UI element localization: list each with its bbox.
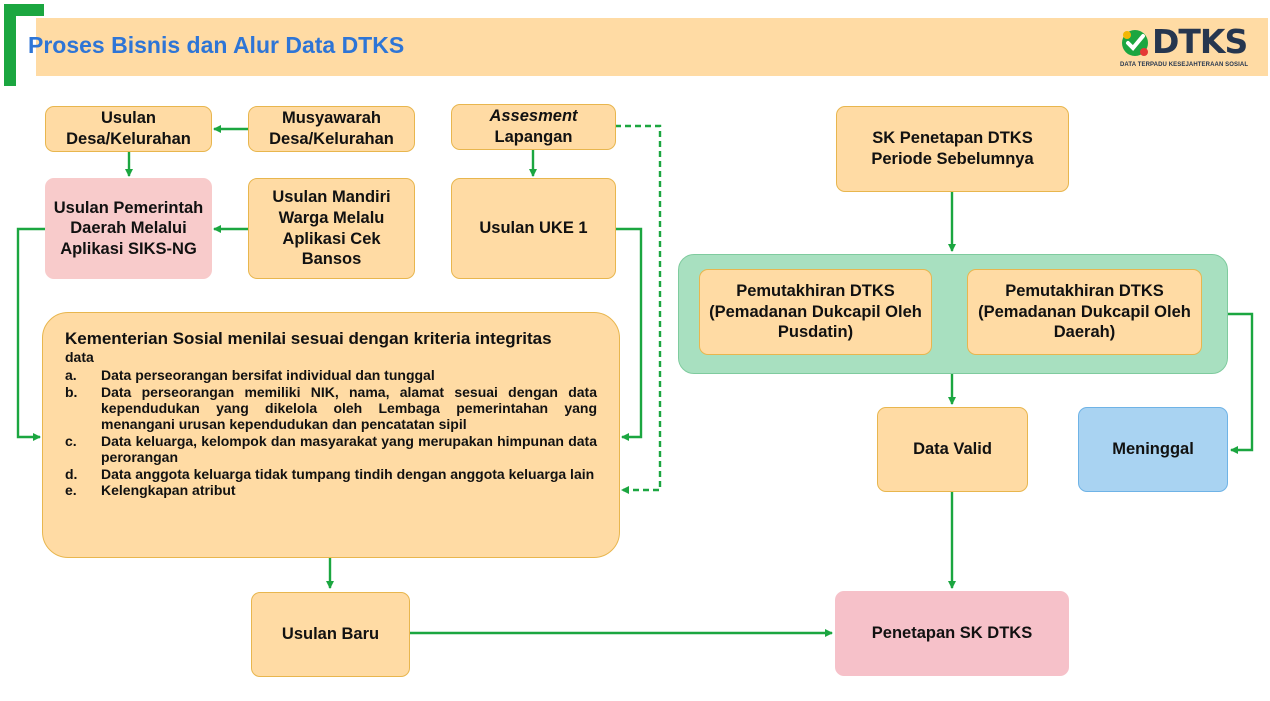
arrow-uke-to-kemensos xyxy=(615,227,643,441)
data-valid-box: Data Valid xyxy=(877,407,1028,492)
assesment-box: Assesment Lapangan xyxy=(451,104,616,150)
usulan-baru-label: Usulan Baru xyxy=(281,625,380,644)
criteria-letter: a. xyxy=(65,367,77,384)
meninggal-box: Meninggal xyxy=(1078,407,1228,492)
usulan-baru-box: Usulan Baru xyxy=(251,592,410,677)
usulan-uke-label: Usulan UKE 1 xyxy=(479,219,588,238)
logo-subtitle: DATA TERPADU KESEJAHTERAAN SOSIAL xyxy=(1120,62,1249,68)
kemensos-title: Kementerian Sosial menilai sesuai dengan… xyxy=(65,329,552,348)
arrow-pemda-to-kemensos xyxy=(16,227,45,441)
usulan-mandiri-box: Usulan Mandiri Warga Melalu Aplikasi Cek… xyxy=(248,178,415,279)
usulan-pemda-label: Usulan Pemerintah Daerah Melalui Aplikas… xyxy=(53,198,204,258)
header-band xyxy=(36,18,1268,76)
criteria-letter: b. xyxy=(65,383,78,400)
criteria-letter: c. xyxy=(65,432,77,449)
kemensos-subtitle: data xyxy=(65,348,94,365)
kemensos-criteria-box: Kementerian Sosial menilai sesuai dengan… xyxy=(42,312,620,558)
usulan-uke-box: Usulan UKE 1 xyxy=(451,178,616,279)
usulan-mandiri-label: Usulan Mandiri Warga Melalu Aplikasi Cek… xyxy=(272,188,391,269)
criteria-text: Kelengkapan atribut xyxy=(101,481,236,498)
criteria-text: Data anggota keluarga tidak tumpang tind… xyxy=(101,465,595,482)
usulan-desa-box: Usulan Desa/Kelurahan xyxy=(45,106,212,152)
pemutakhiran-daerah-box: Pemutakhiran DTKS (Pemadanan Dukcapil Ol… xyxy=(967,269,1202,355)
meninggal-label: Meninggal xyxy=(1112,440,1194,459)
header-accent-corner xyxy=(4,4,44,16)
assesment-label: Lapangan xyxy=(494,128,573,146)
musyawarah-label: Musyawarah Desa/Kelurahan xyxy=(269,109,394,148)
pemutakhiran-pusdatin-box: Pemutakhiran DTKS (Pemadanan Dukcapil Ol… xyxy=(699,269,932,355)
data-valid-label: Data Valid xyxy=(913,440,992,459)
criteria-item: c. Data keluarga, kelompok dan masyaraka… xyxy=(65,433,597,466)
pemutakhiran-daerah-label: Pemutakhiran DTKS (Pemadanan Dukcapil Ol… xyxy=(978,282,1191,342)
dtks-logo-mark-icon xyxy=(1122,30,1148,56)
arrow-assesment-to-kemensos-dashed xyxy=(615,124,662,494)
page-title: Proses Bisnis dan Alur Data DTKS xyxy=(28,32,405,58)
criteria-letter: e. xyxy=(65,481,77,498)
logo-text: DTKS xyxy=(1152,22,1248,61)
penetapan-label: Penetapan SK DTKS xyxy=(871,624,1033,643)
sk-sebelumnya-label: SK Penetapan DTKS Periode Sebelumnya xyxy=(871,129,1034,168)
criteria-item: d. Data anggota keluarga tidak tumpang t… xyxy=(65,466,597,482)
sk-sebelumnya-box: SK Penetapan DTKS Periode Sebelumnya xyxy=(836,106,1069,192)
criteria-text: Data perseorangan bersifat individual da… xyxy=(101,367,435,384)
pemutakhiran-pusdatin-label: Pemutakhiran DTKS (Pemadanan Dukcapil Ol… xyxy=(709,282,922,342)
musyawarah-box: Musyawarah Desa/Kelurahan xyxy=(248,106,415,152)
header-accent-bar xyxy=(4,4,16,86)
assesment-italic-label: Assesment xyxy=(489,107,578,126)
criteria-text: Data keluarga, kelompok dan masyarakat y… xyxy=(101,432,597,466)
criteria-item: b. Data perseorangan memiliki NIK, nama,… xyxy=(65,384,597,433)
dtks-logo: DTKS DATA TERPADU KESEJAHTERAAN SOSIAL xyxy=(1118,22,1258,74)
penetapan-box: Penetapan SK DTKS xyxy=(835,591,1069,676)
criteria-text: Data perseorangan memiliki NIK, nama, al… xyxy=(101,383,597,433)
usulan-pemda-box: Usulan Pemerintah Daerah Melalui Aplikas… xyxy=(45,178,212,279)
criteria-item: a. Data perseorangan bersifat individual… xyxy=(65,367,597,383)
criteria-item: e. Kelengkapan atribut xyxy=(65,482,597,498)
usulan-desa-label: Usulan Desa/Kelurahan xyxy=(66,109,191,148)
arrow-pemutakhiran-to-meninggal xyxy=(1228,312,1254,454)
criteria-letter: d. xyxy=(65,465,78,482)
